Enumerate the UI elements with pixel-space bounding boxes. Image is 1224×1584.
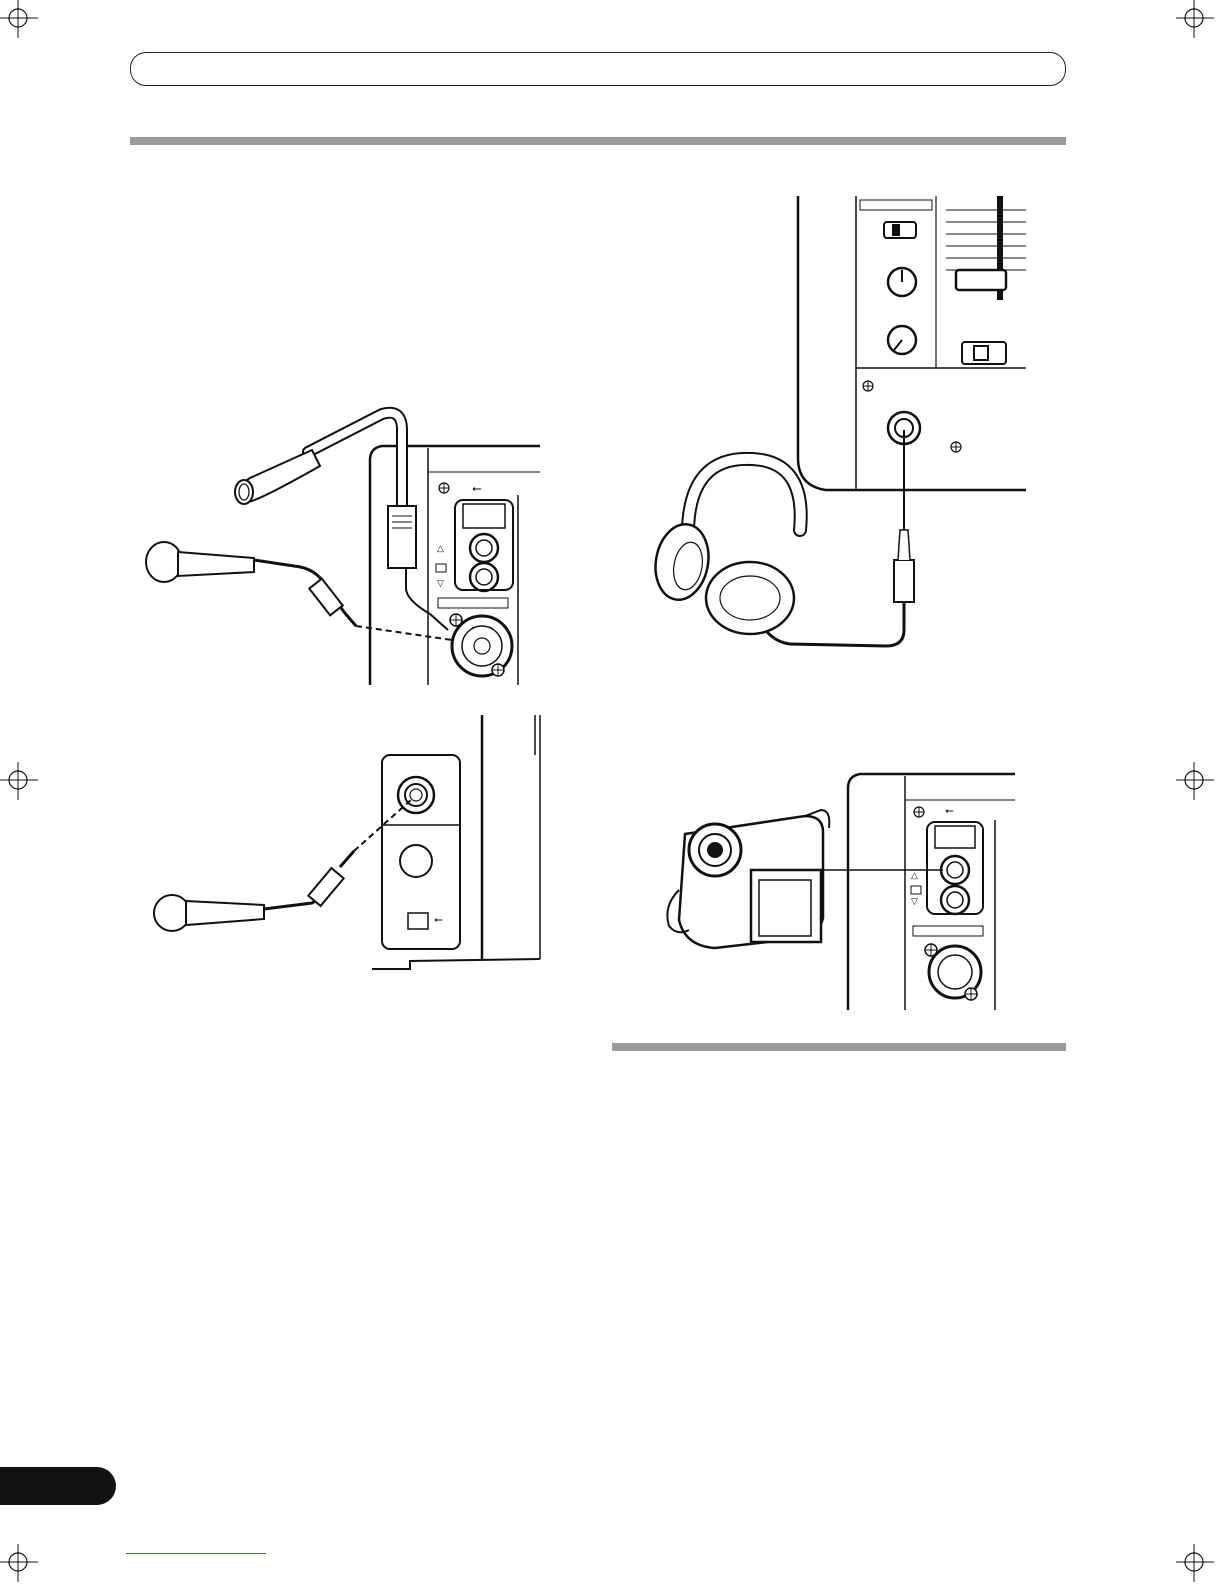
registration-mark-icon [0, 762, 40, 802]
figure-mic-to-combo-jack: ⭠ △ ▽ [130, 400, 550, 690]
registration-mark-icon [1176, 0, 1216, 40]
line-jack [470, 563, 498, 591]
blank-jack [400, 845, 432, 877]
chapter-header [130, 52, 1066, 86]
figure-mic-to-front-jack: ⭠ [150, 715, 550, 975]
fader-cap [956, 270, 1006, 290]
headphone-plug [894, 560, 914, 602]
svg-text:▽: ▽ [911, 896, 918, 906]
registration-mark-icon [1176, 762, 1216, 802]
footer-line [126, 1553, 266, 1554]
line-jack [941, 856, 969, 884]
handheld-mic [154, 895, 190, 931]
registration-mark-icon [0, 0, 40, 40]
registration-mark-icon [1176, 1544, 1216, 1584]
usb-port [408, 913, 428, 929]
registration-mark-icon [0, 1544, 40, 1584]
svg-text:△: △ [911, 870, 918, 880]
usb-icon: ⭠ [945, 804, 954, 817]
handheld-mic [146, 542, 182, 582]
section-heading-bar [612, 1043, 1066, 1051]
line-jack [941, 886, 969, 914]
usb-icon: ⭠ [434, 913, 443, 926]
svg-text:△: △ [437, 543, 444, 553]
svg-text:▽: ▽ [437, 578, 444, 588]
figure-camcorder-to-line-input: ⭠ △ ▽ [655, 770, 1025, 1015]
section-heading-bar [130, 137, 1066, 145]
usb-icon: ⭠ [472, 481, 482, 495]
device-panel [848, 774, 1015, 1010]
page-number-tab [0, 1467, 116, 1505]
line-jack [470, 534, 498, 562]
figure-headphones-to-phones-jack [650, 190, 1030, 660]
